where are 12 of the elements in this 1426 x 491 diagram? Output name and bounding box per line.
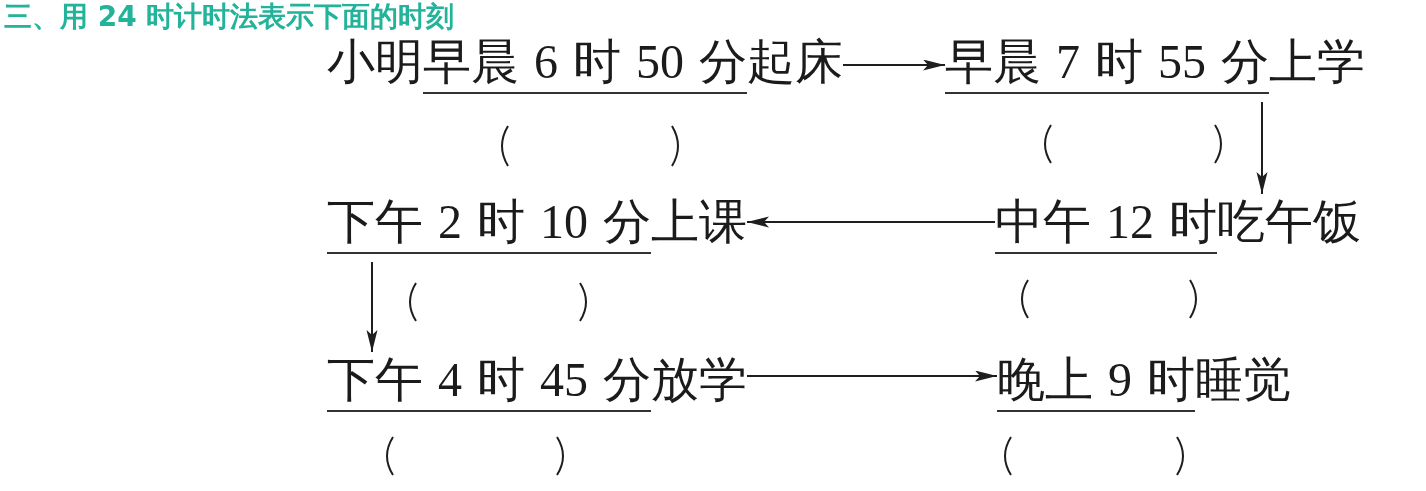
arrow [366, 261, 378, 353]
event-text: 小明早晨 6 时 50 分起床 [327, 34, 843, 102]
event-text: 下午 2 时 10 分上课 [327, 194, 747, 262]
event-text: 早晨 7 时 55 分上学 [945, 34, 1365, 102]
arrow [842, 59, 946, 71]
event-text: 中午 12 时吃午饭 [995, 194, 1361, 262]
arrow [1256, 101, 1268, 195]
event-text: 下午 4 时 45 分放学 [327, 352, 747, 420]
title: 三、用 24 时计时法表示下面的时刻 [4, 0, 455, 34]
arrow [746, 370, 998, 382]
event-text: 晚上 9 时睡觉 [997, 352, 1291, 420]
arrow [746, 216, 996, 228]
